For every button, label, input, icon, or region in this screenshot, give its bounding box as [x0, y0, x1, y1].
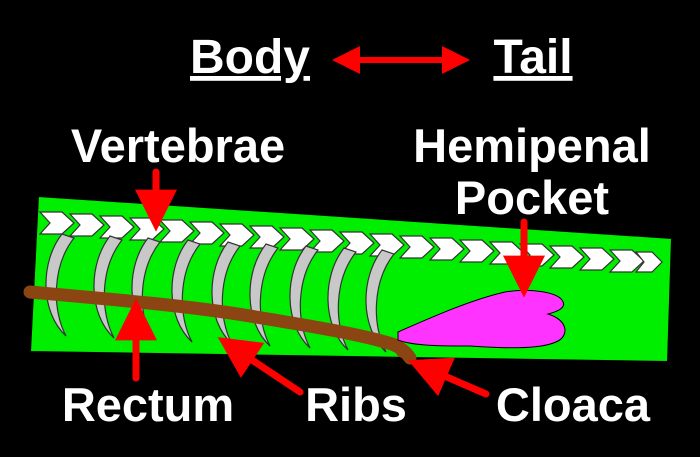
hemipenal-pocket	[397, 289, 566, 349]
pointer-arrows	[115, 168, 545, 398]
vertebrae-label: Vertebrae	[71, 119, 285, 172]
direction-double-arrow	[332, 46, 470, 74]
ribs-label: Ribs	[305, 378, 407, 431]
body-label: Body	[190, 31, 310, 84]
pocket-label: Pocket	[455, 171, 609, 224]
cloaca-pointer-arrow	[408, 357, 490, 398]
tail-label: Tail	[493, 31, 572, 84]
hemipenal-label: Hemipenal	[413, 119, 651, 172]
ribs-pointer-arrow	[217, 337, 304, 396]
cloaca-label: Cloaca	[496, 378, 651, 431]
cloaca	[396, 346, 412, 358]
rectum-label: Rectum	[62, 378, 234, 431]
